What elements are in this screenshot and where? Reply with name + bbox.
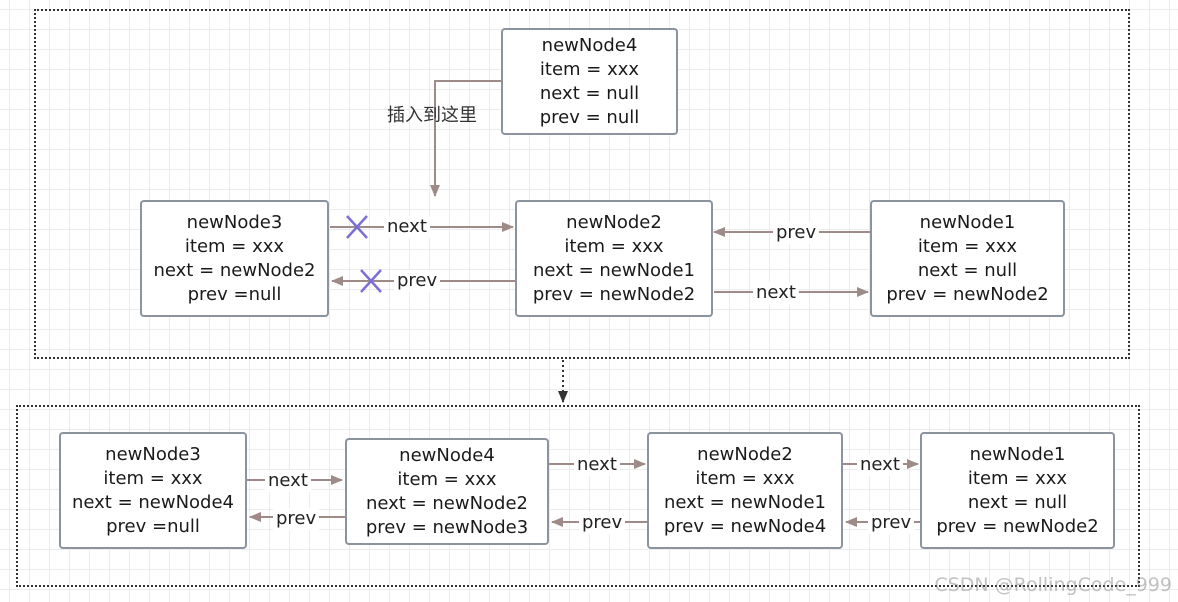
node-title: newNode3 (105, 443, 201, 465)
insert-note: 插入到这里 (387, 105, 477, 126)
node-next: next = newNode1 (663, 491, 827, 513)
bottom-group (16, 405, 1140, 587)
cross-icon (346, 215, 368, 239)
node-prev: prev =null (187, 283, 282, 305)
top-node-newNode3[interactable]: newNode3 item = xxx next = newNode2 prev… (140, 200, 329, 317)
node-prev: prev = newNode2 (886, 283, 1049, 305)
node-prev: prev = newNode2 (532, 283, 696, 305)
bottom-label-n4-prev: prev (273, 508, 320, 530)
bottom-label-n1-prev: prev (868, 512, 915, 534)
cross-icon (360, 269, 382, 293)
watermark: CSDN @RollingCode_999 (934, 574, 1172, 596)
top-node-newNode1[interactable]: newNode1 item = xxx next = null prev = n… (870, 200, 1065, 317)
node-title: newNode2 (566, 211, 662, 233)
node-prev: prev = null (539, 106, 640, 128)
bottom-node-newNode1[interactable]: newNode1 item = xxx next = null prev = n… (920, 432, 1115, 549)
node-next: next = null (967, 491, 1068, 513)
top-label-n3-next: next (384, 216, 430, 238)
node-prev: prev = newNode2 (936, 515, 1099, 537)
bottom-node-newNode3[interactable]: newNode3 item = xxx next = newNode4 prev… (59, 432, 247, 549)
node-item: item = xxx (917, 235, 1018, 257)
node-item: item = xxx (103, 467, 203, 489)
node-next: next = newNode2 (365, 492, 529, 514)
bottom-label-n2-next: next (857, 454, 903, 476)
node-title: newNode1 (969, 443, 1066, 465)
node-item: item = xxx (967, 467, 1068, 489)
node-item: item = xxx (184, 235, 285, 257)
bottom-label-n4-next: next (574, 454, 620, 476)
node-prev: prev = newNode3 (365, 516, 529, 538)
node-item: item = xxx (564, 235, 664, 257)
node-next: next = newNode1 (532, 259, 696, 281)
node-prev: prev = newNode4 (663, 515, 827, 537)
node-title: newNode3 (186, 211, 283, 233)
node-prev: prev =null (106, 515, 200, 537)
node-next: next = newNode4 (71, 491, 235, 513)
node-next: next = null (539, 82, 640, 104)
bottom-node-newNode2[interactable]: newNode2 item = xxx next = newNode1 prev… (647, 432, 843, 549)
top-label-n2-next: next (753, 282, 799, 304)
bottom-label-n3-next: next (265, 470, 311, 492)
node-next: next = newNode2 (153, 259, 316, 281)
node-item: item = xxx (397, 468, 497, 490)
node-title: newNode4 (399, 444, 495, 466)
bottom-node-newNode4[interactable]: newNode4 item = xxx next = newNode2 prev… (345, 438, 549, 545)
node-next: next = null (917, 259, 1018, 281)
node-title: newNode1 (919, 211, 1016, 233)
top-label-n1-prev: prev (773, 222, 820, 244)
top-node-newNode2[interactable]: newNode2 item = xxx next = newNode1 prev… (515, 200, 713, 317)
node-title: newNode2 (697, 443, 793, 465)
node-item: item = xxx (695, 467, 795, 489)
node-title: newNode4 (541, 34, 638, 56)
node-item: item = xxx (539, 58, 640, 80)
top-group (34, 9, 1130, 359)
bottom-label-n2-prev: prev (579, 512, 626, 534)
top-label-n2-prev: prev (394, 270, 441, 292)
top-node-newNode4[interactable]: newNode4 item = xxx next = null prev = n… (501, 28, 678, 135)
insert-connector (430, 80, 501, 197)
